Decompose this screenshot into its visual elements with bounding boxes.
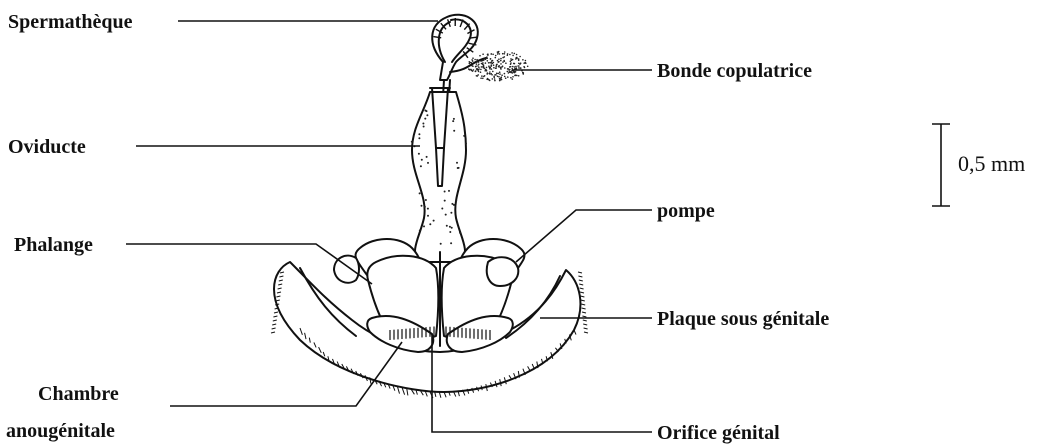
spermatheca-drawing	[432, 15, 478, 96]
label-phalange: Phalange	[14, 234, 93, 256]
scale-bar: 0,5 mm	[932, 124, 1025, 206]
label-pompe: pompe	[657, 200, 715, 222]
label-bonde-copulatrice: Bonde copulatrice	[657, 60, 812, 82]
leader-pompe	[516, 210, 652, 262]
label-orifice-genital: Orifice génital	[657, 422, 780, 444]
label-anougenitale: anougénitale	[6, 420, 115, 442]
label-chambre: Chambre	[38, 383, 119, 405]
scale-label: 0,5 mm	[958, 151, 1025, 176]
label-spermatheque: Spermathèque	[8, 11, 133, 33]
label-oviducte: Oviducte	[8, 136, 86, 158]
oviduct-drawing	[407, 88, 471, 262]
label-plaque-sous-genitale: Plaque sous génitale	[657, 308, 829, 330]
